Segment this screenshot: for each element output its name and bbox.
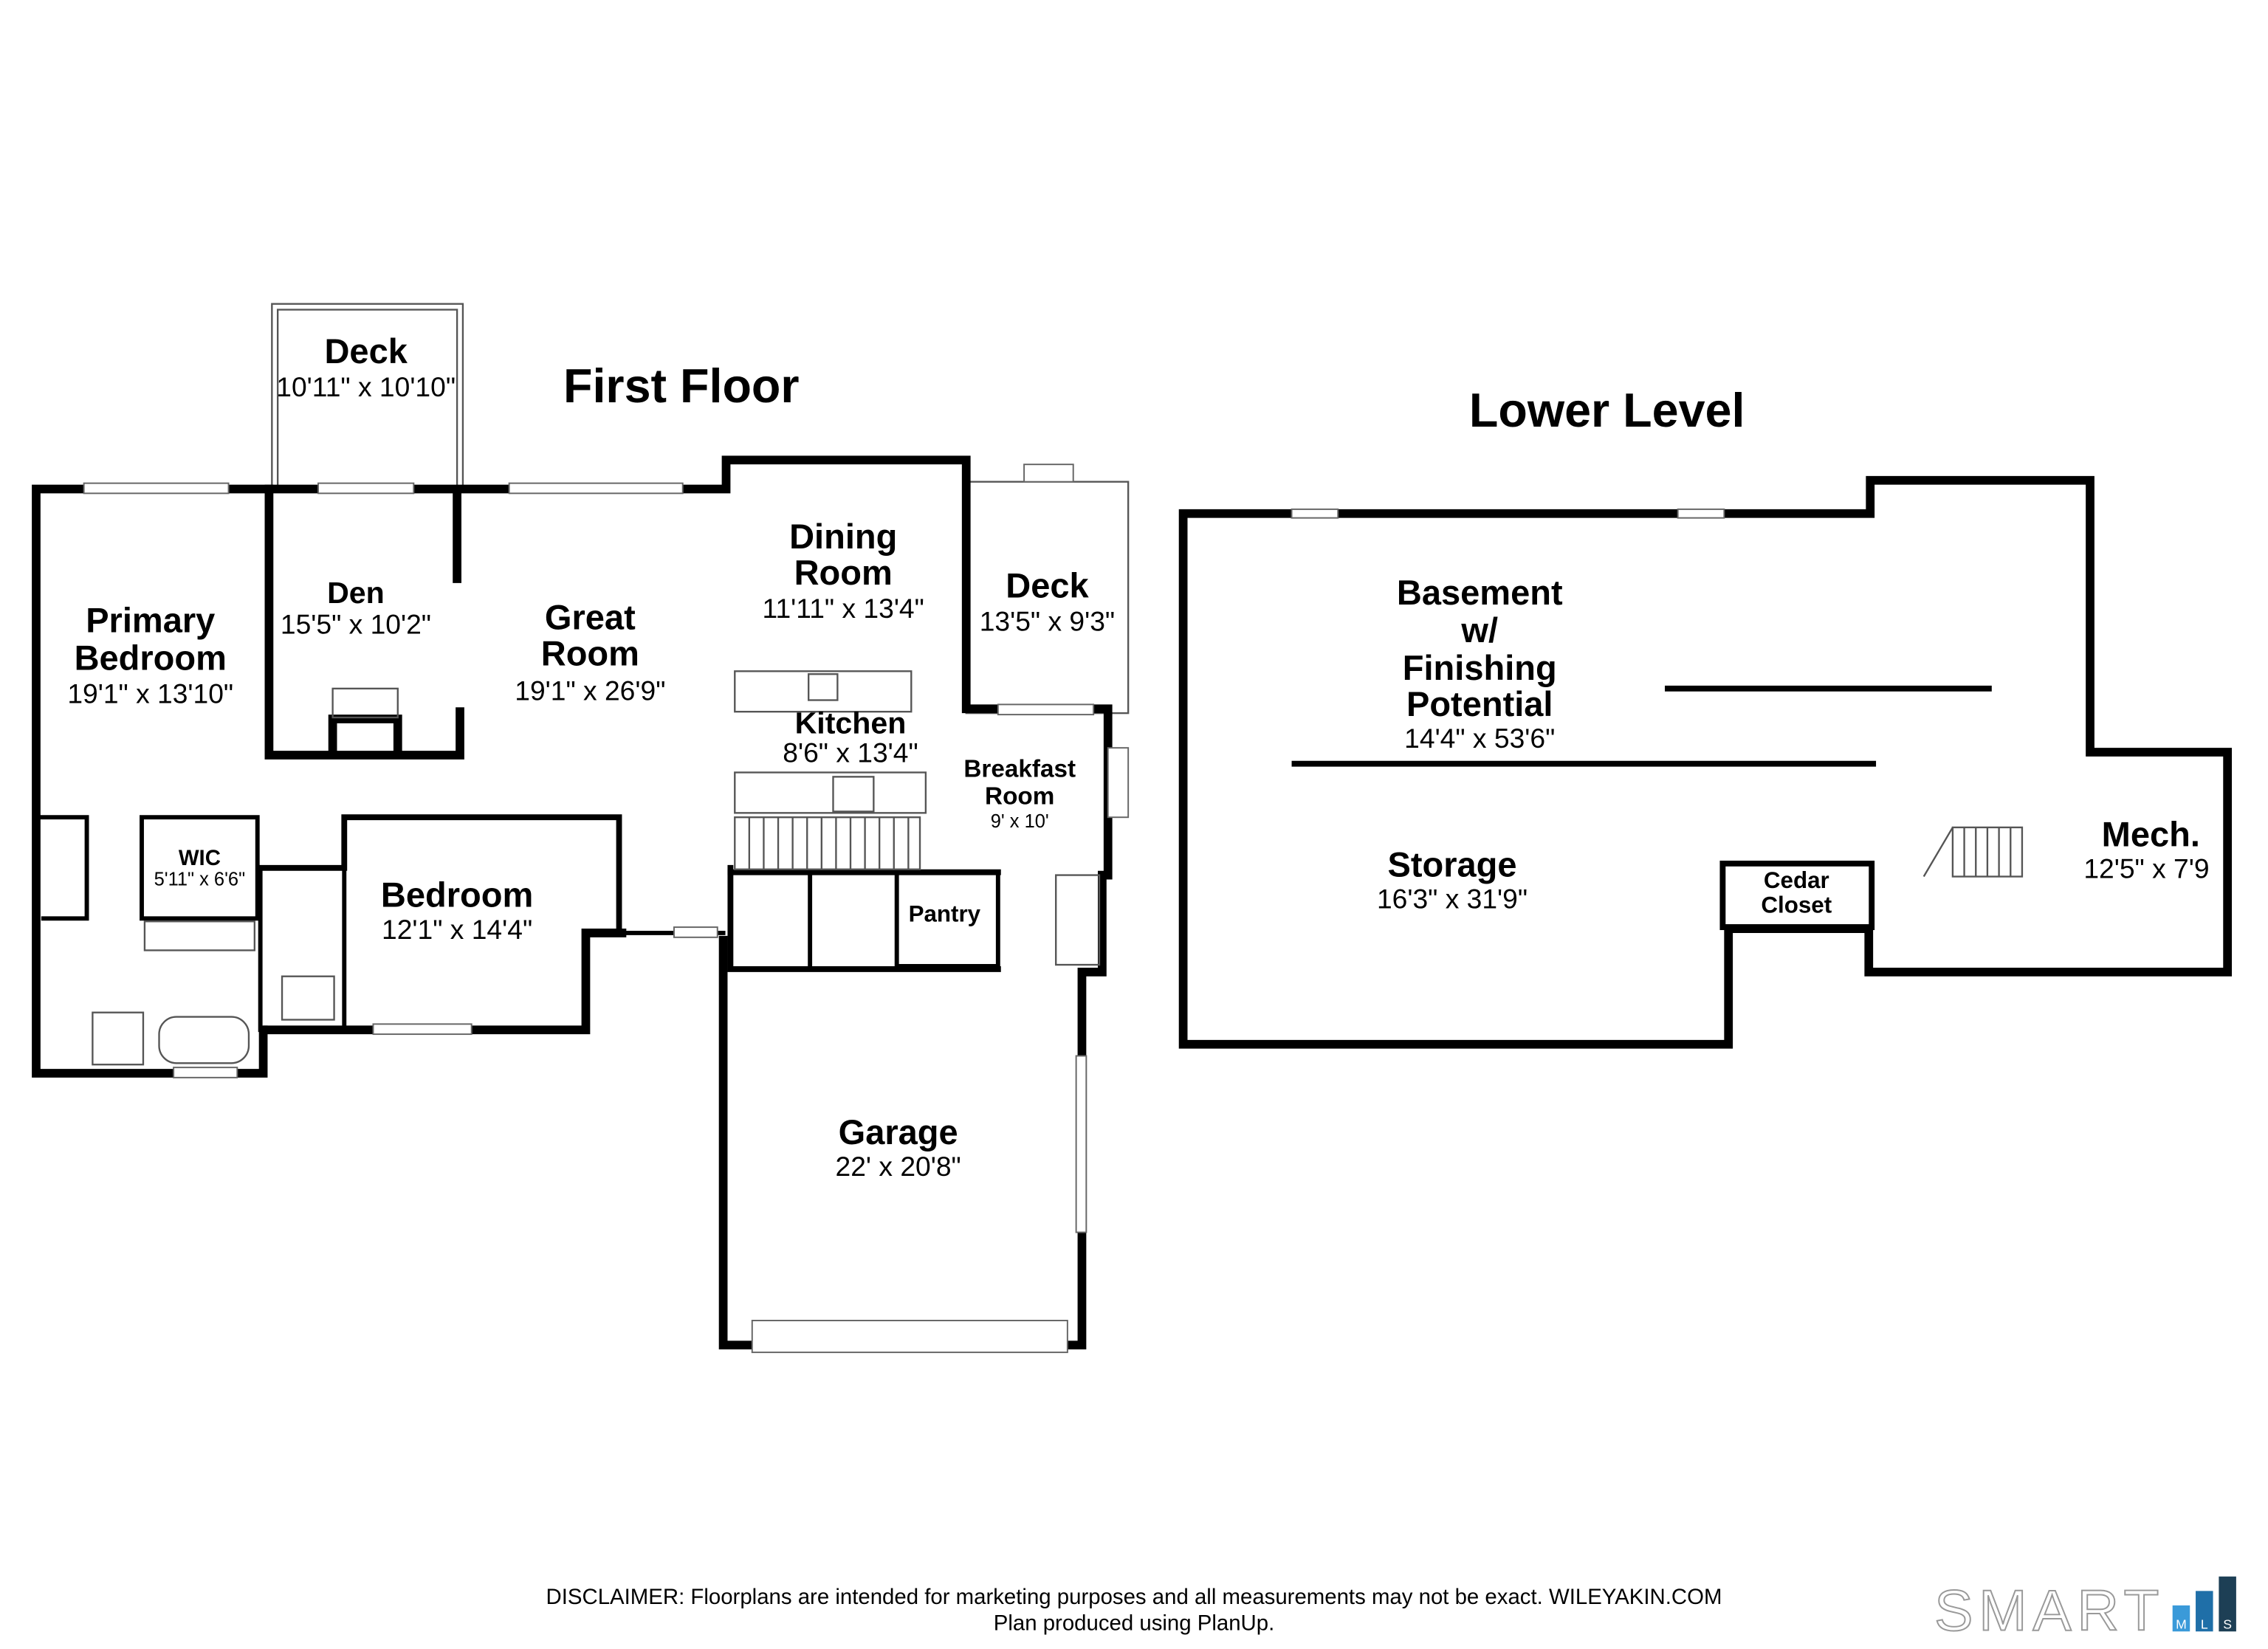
window xyxy=(997,703,1095,716)
kitchen-island xyxy=(734,670,913,713)
room-name: Room xyxy=(794,553,893,592)
logo-bar-m xyxy=(2172,1605,2190,1632)
closet xyxy=(1055,874,1101,966)
stairs xyxy=(734,816,921,870)
room-name: Potential xyxy=(1406,684,1553,723)
logo-bar-s xyxy=(2219,1576,2236,1632)
room-dims: 22' x 20'8" xyxy=(836,1151,961,1182)
room-name: Dining xyxy=(789,517,897,556)
logo-letter: M xyxy=(2176,1617,2187,1631)
window xyxy=(1677,508,1725,519)
room-name: Great xyxy=(545,598,636,637)
shower xyxy=(92,1011,145,1066)
plan-credit: Plan produced using PlanUp. xyxy=(994,1611,1275,1635)
room-dims: 12'1" x 14'4" xyxy=(382,914,532,945)
room-dims: 5'11" x 6'6" xyxy=(154,869,246,889)
room-name: Storage xyxy=(1387,845,1516,884)
lower-level-exterior-wall xyxy=(1178,475,2233,1049)
deck-steps xyxy=(1023,464,1074,483)
kitchen-counter xyxy=(734,771,927,814)
exterior-wall xyxy=(32,455,1113,1078)
disclaimer: DISCLAIMER: Floorplans are intended for … xyxy=(546,1585,1722,1609)
window xyxy=(673,926,718,938)
window xyxy=(317,482,415,495)
pantry-wall xyxy=(894,870,1000,968)
room-name: Bedroom xyxy=(381,875,533,915)
room-name: Room xyxy=(985,783,1054,810)
room-name: Room xyxy=(541,633,639,672)
window xyxy=(83,482,230,495)
room-dims: 8'6" x 13'4" xyxy=(783,737,918,768)
smartmls-logo: SMART M L S xyxy=(1934,1576,2236,1643)
room-name: Deck xyxy=(1006,565,1089,605)
room-name: Bedroom xyxy=(75,638,227,677)
room-name: Den xyxy=(327,576,385,610)
bathtub xyxy=(158,1016,250,1064)
shower-2 xyxy=(281,975,335,1021)
fireplace xyxy=(328,715,402,757)
room-name: Finishing xyxy=(1403,648,1557,687)
bay-window xyxy=(1107,747,1130,819)
garage-door xyxy=(751,1320,1068,1354)
logo-bar-l xyxy=(2196,1591,2213,1632)
room-dims: 14'4" x 53'6" xyxy=(1404,723,1555,754)
window xyxy=(173,1067,238,1078)
room-name: Deck xyxy=(324,331,408,371)
room-dims: 9' x 10' xyxy=(991,811,1049,832)
lower-level-title: Lower Level xyxy=(1469,383,1745,437)
room-dims: 15'5" x 10'2" xyxy=(281,608,431,639)
room-dims: 13'5" x 9'3" xyxy=(980,605,1115,636)
logo-text: SMART xyxy=(1934,1577,2165,1642)
room-name: Garage xyxy=(839,1112,958,1151)
bedroom-exterior-wall xyxy=(263,929,627,1035)
cedar-closet-wall xyxy=(1719,860,1875,931)
vanity xyxy=(143,920,255,951)
room-name: Pantry xyxy=(909,901,981,926)
room-dims: 11'11" x 13'4" xyxy=(763,593,924,624)
room-dims: 19'1" x 26'9" xyxy=(515,675,665,706)
room-dims: 19'1" x 13'10" xyxy=(67,678,233,709)
room-dims: 12'5" x 7'9 xyxy=(2083,853,2209,884)
window xyxy=(508,482,684,495)
halfbath-wall xyxy=(727,864,1001,972)
room-name: WIC xyxy=(179,846,221,870)
room-dims: 10'11" x 10'10" xyxy=(276,371,456,402)
room-name: Cedar xyxy=(1764,867,1829,893)
logo-letter: L xyxy=(2201,1617,2208,1631)
den-wall xyxy=(264,484,464,760)
room-name: Kitchen xyxy=(795,706,907,740)
lower-level-plan: Lower Level Basement w/ Finishing Potent… xyxy=(1178,383,2233,1049)
hearth xyxy=(331,687,399,719)
window xyxy=(1291,508,1339,519)
room-name: w/ xyxy=(1460,610,1498,650)
bedroom-wall xyxy=(257,814,622,936)
window xyxy=(1075,1055,1087,1233)
room-name: Basement xyxy=(1397,573,1563,612)
cooktop xyxy=(832,776,875,813)
first-floor-title: First Floor xyxy=(563,359,800,413)
room-name: Closet xyxy=(1761,892,1832,918)
wic-wall xyxy=(140,815,260,921)
room-name: Breakfast xyxy=(963,755,1076,782)
room-name: Primary xyxy=(86,600,215,639)
room-dims: 16'3" x 31'9" xyxy=(1377,884,1528,915)
stairs xyxy=(1922,826,2024,878)
exterior-wall-right xyxy=(718,870,1107,1350)
window xyxy=(372,1023,472,1036)
room-name: Mech. xyxy=(2102,814,2200,853)
first-floor-plan: First Floor xyxy=(32,303,1130,1354)
closet-wall xyxy=(38,815,89,921)
logo-letter: S xyxy=(2223,1617,2232,1631)
sink xyxy=(808,673,839,701)
